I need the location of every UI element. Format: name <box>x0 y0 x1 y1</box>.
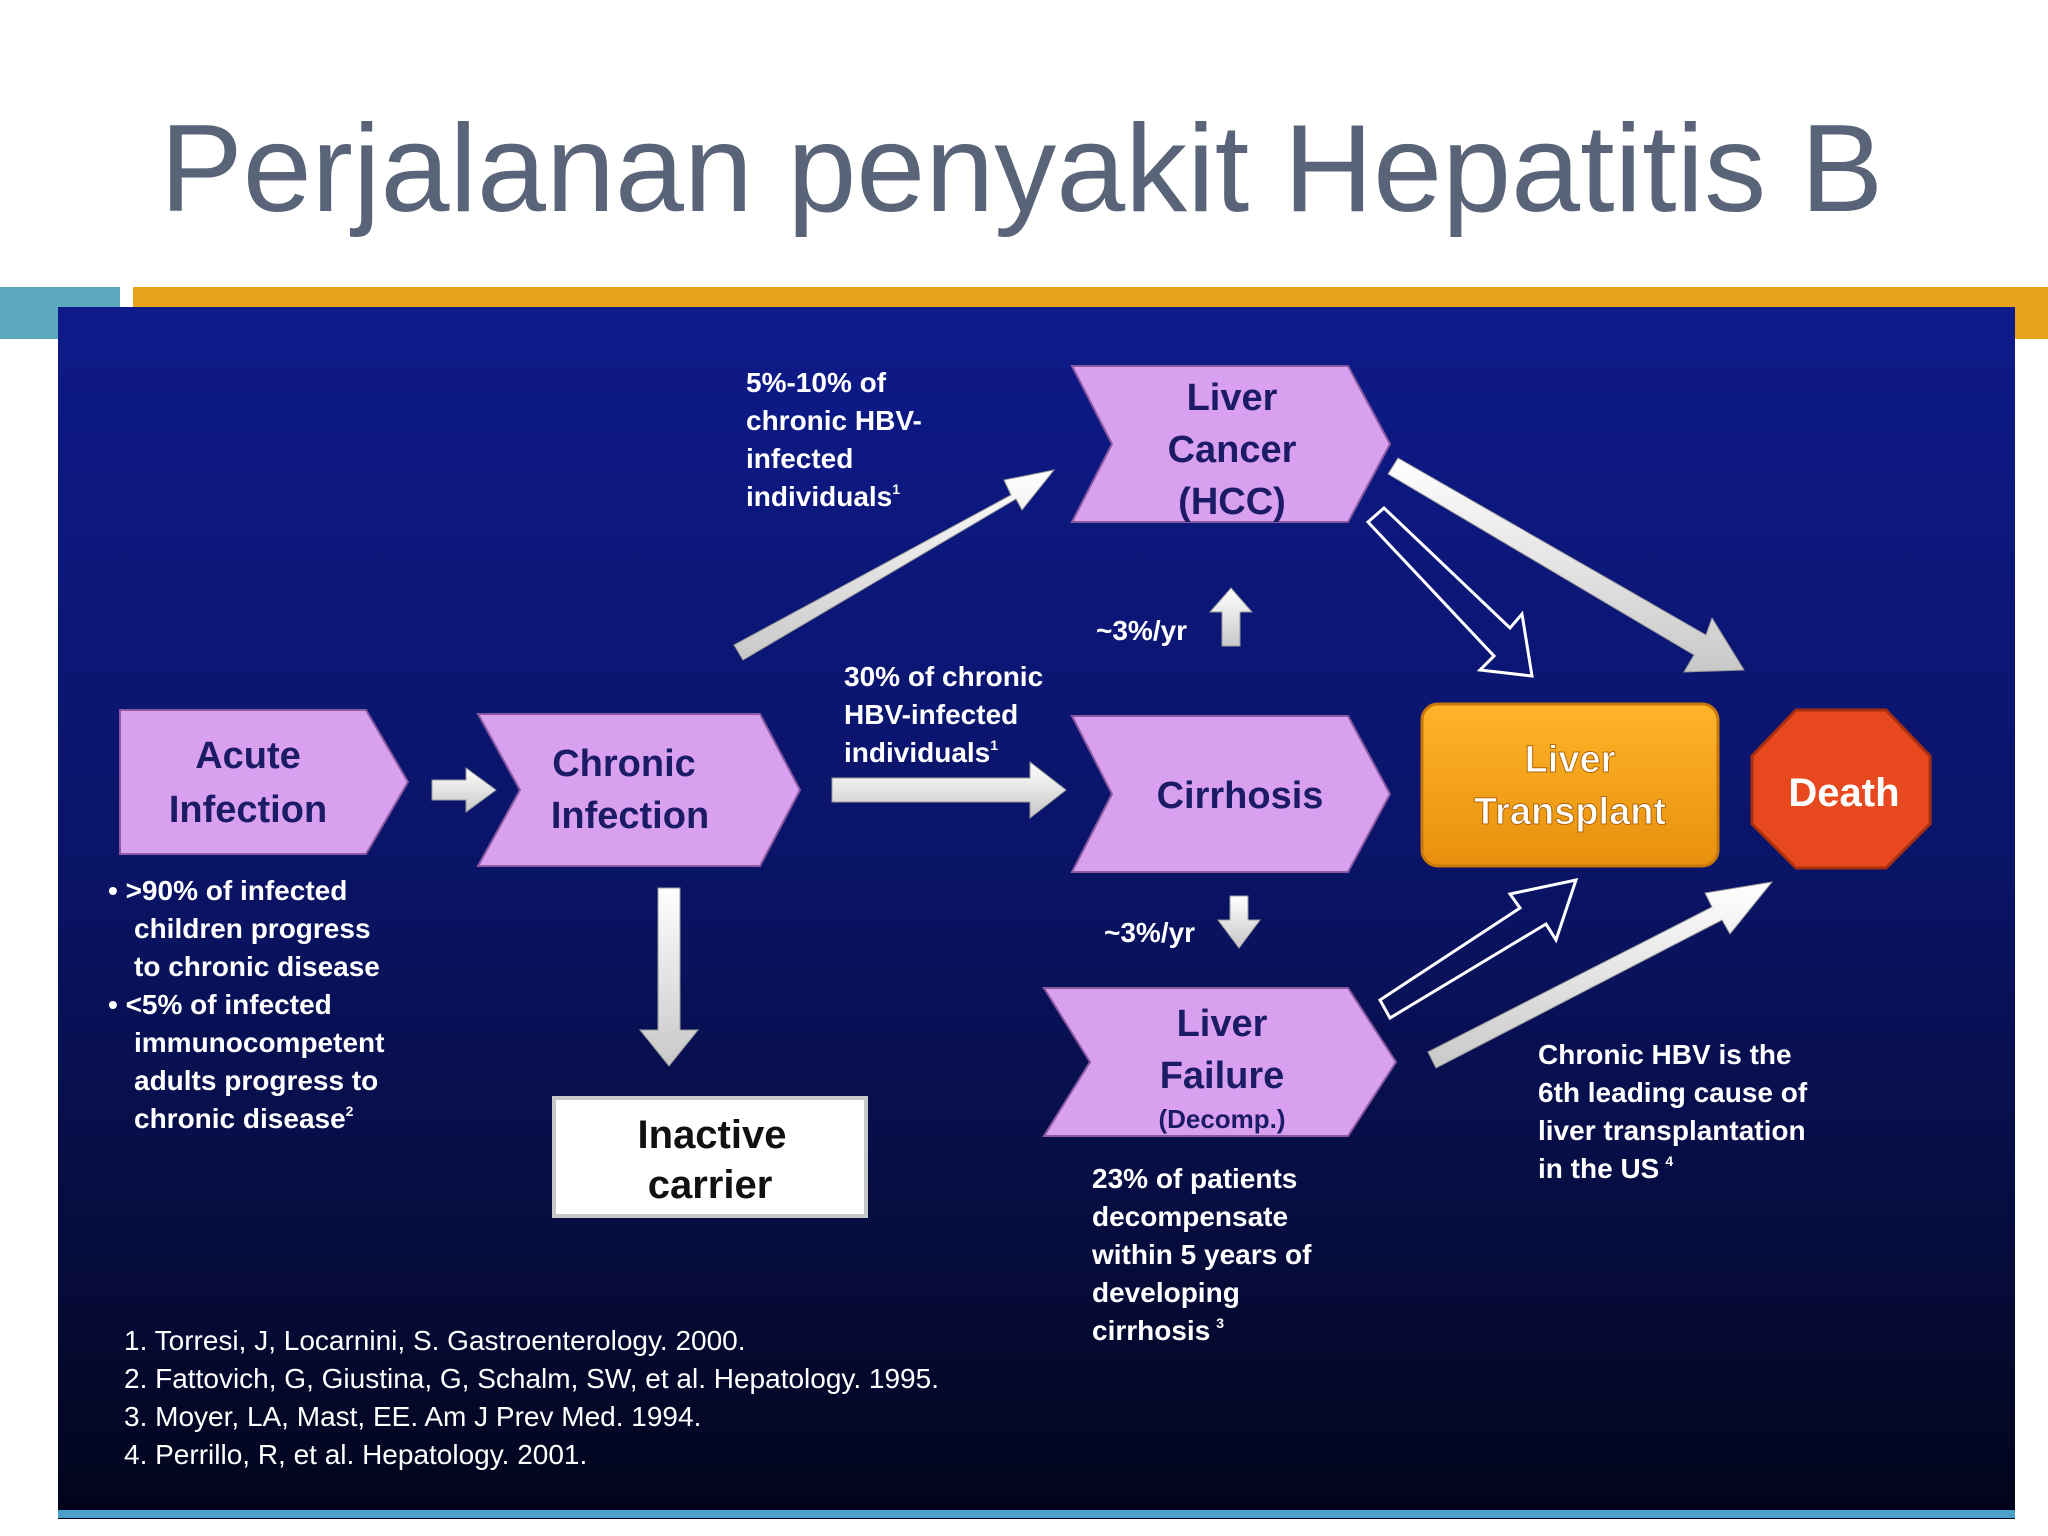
node-chronic-infection <box>476 713 802 867</box>
hcc-note-4: individuals1 <box>746 481 900 512</box>
acute-bullet-2-line-2: immunocompetent <box>134 1027 384 1058</box>
acute-label-2: Infection <box>169 789 327 831</box>
node-inactive-carrier <box>552 1096 868 1218</box>
arrow-cancer-to-death <box>1387 457 1745 673</box>
failure-label-2: Failure <box>1160 1055 1285 1097</box>
node-liver-cancer <box>1070 365 1392 523</box>
reference-2: 2. Fattovich, G, Giustina, G, Schalm, SW… <box>124 1363 939 1394</box>
diagram-panel <box>58 307 2015 1519</box>
death-label: Death <box>1788 771 1899 815</box>
acute-bullet-1-line-2: children progress <box>134 913 371 944</box>
decomp-note-1: 23% of patients <box>1092 1163 1297 1194</box>
acute-bullet-2-line-3: adults progress to <box>134 1065 378 1096</box>
acute-label-1: Acute <box>195 735 301 777</box>
acute-bullet-2-line-1: • <5% of infected <box>108 989 332 1020</box>
chronic-label-2: Infection <box>551 795 709 837</box>
hcc-note-2: chronic HBV- <box>746 405 922 436</box>
node-acute-infection <box>119 709 410 855</box>
arrow-chronic-to-cancer <box>733 469 1056 661</box>
arrow-failure-to-death <box>1427 881 1774 1069</box>
reference-3: 3. Moyer, LA, Mast, EE. Am J Prev Med. 1… <box>124 1401 701 1432</box>
arrow-cirrhosis-up <box>1208 587 1254 647</box>
acute-bullet-1-line-1: • >90% of infected <box>108 875 347 906</box>
cirrhosis-note-3: individuals1 <box>844 737 998 768</box>
cirrhosis-label: Cirrhosis <box>1157 775 1324 817</box>
acute-bullet-1-line-3: to chronic disease <box>134 951 380 982</box>
failure-label-3: (Decomp.) <box>1158 1104 1285 1134</box>
inactive-label-2: carrier <box>648 1163 773 1207</box>
reference-1: 1. Torresi, J, Locarnini, S. Gastroenter… <box>124 1325 746 1356</box>
rate-up-label: ~3%/yr <box>1096 615 1187 646</box>
transplant-note-1: Chronic HBV is the <box>1538 1039 1792 1070</box>
cirrhosis-note-1: 30% of chronic <box>844 661 1043 692</box>
decomp-note-2: decompensate <box>1092 1201 1288 1232</box>
arrow-chronic-to-inactive <box>638 887 700 1067</box>
arrow-cancer-to-transplant <box>1365 505 1534 678</box>
cirrhosis-note-2: HBV-infected <box>844 699 1018 730</box>
arrow-acute-to-chronic <box>431 767 497 813</box>
slide-title: Perjalanan penyakit Hepatitis B <box>160 100 1884 238</box>
node-liver-failure <box>1042 987 1398 1137</box>
chronic-label-1: Chronic <box>552 743 696 785</box>
cancer-label-3: (HCC) <box>1178 481 1286 523</box>
decomp-note-3: within 5 years of <box>1091 1239 1312 1270</box>
node-cirrhosis <box>1070 715 1392 873</box>
node-death <box>1750 708 1932 870</box>
rate-down-label: ~3%/yr <box>1104 917 1195 948</box>
hcc-note-3: infected <box>746 443 853 474</box>
transplant-note-3: liver transplantation <box>1538 1115 1806 1146</box>
transplant-note-2: 6th leading cause of <box>1538 1077 1808 1108</box>
reference-4: 4. Perrillo, R, et al. Hepatology. 2001. <box>124 1439 587 1470</box>
cancer-label-1: Liver <box>1187 377 1278 419</box>
acute-bullet-2-line-4: chronic disease2 <box>134 1103 354 1134</box>
transplant-label-1: Liver <box>1525 739 1616 781</box>
transplant-label-2: Transplant <box>1474 791 1666 833</box>
hcc-note-1: 5%-10% of <box>746 367 887 398</box>
panel-bottom-line <box>58 1510 2015 1518</box>
inactive-label-1: Inactive <box>638 1113 787 1157</box>
cancer-label-2: Cancer <box>1168 429 1297 471</box>
failure-label-1: Liver <box>1177 1003 1268 1045</box>
arrow-cirrhosis-down <box>1217 895 1261 949</box>
arrow-chronic-to-cirrhosis <box>831 760 1067 820</box>
node-liver-transplant <box>1420 702 1720 868</box>
arrow-failure-to-transplant <box>1378 877 1579 1021</box>
decomp-note-4: developing <box>1092 1277 1240 1308</box>
